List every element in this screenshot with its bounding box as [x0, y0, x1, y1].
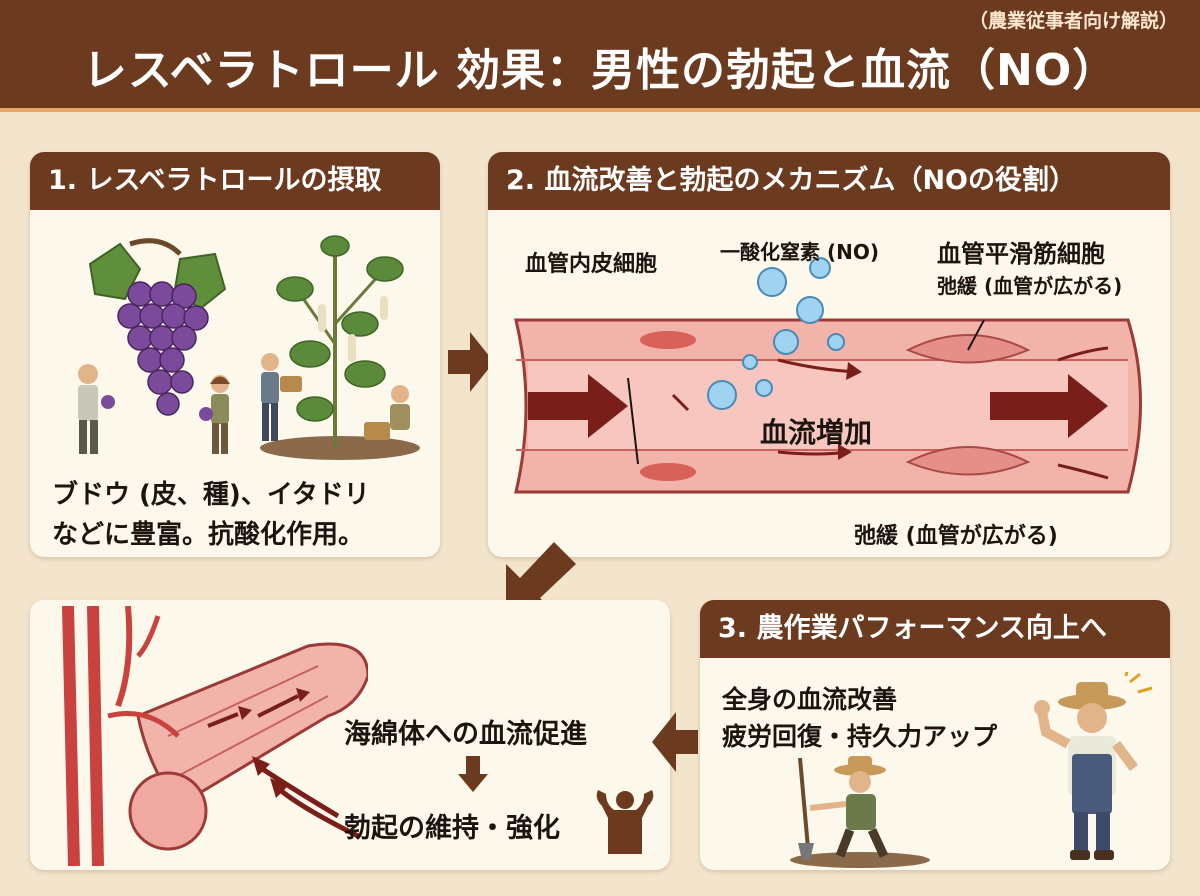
erection-result-text: 勃起の維持・強化 — [344, 813, 560, 844]
penis-shaft — [136, 642, 368, 808]
grape-bunch-icon — [117, 281, 209, 416]
panel-intake: 1. レスベラトロールの摂取 — [30, 152, 440, 557]
muscle-silhouette-icon — [596, 790, 654, 854]
anatomy-illustration — [62, 606, 368, 866]
relaxation-label-top: 弛緩 (血管が広がる) — [937, 274, 1123, 298]
page-title: レスベラトロール 効果：男性の勃起と血流（NO） — [82, 45, 1118, 96]
farmer-basket-icon — [261, 353, 302, 441]
farmer-kneeling-icon — [364, 385, 410, 440]
knotweed-leaf-icon — [276, 235, 404, 422]
testicle — [128, 771, 208, 851]
blood-flow-arrow-icon — [528, 374, 628, 438]
blood-flow-arrow-icon — [990, 374, 1108, 438]
knotweed-flower-icon — [318, 296, 388, 362]
smooth-muscle-label: 血管平滑筋細胞 — [937, 240, 1105, 268]
smooth-muscle-cell — [905, 446, 1031, 476]
knotweed-harvest-illustration — [260, 235, 420, 460]
no-bubble-icon — [707, 257, 845, 410]
farmer-woman-icon — [199, 375, 230, 454]
arrow-left-icon — [652, 712, 698, 772]
farmer-man-icon — [78, 364, 115, 454]
audience-note: （農業従事者向け解説） — [968, 10, 1178, 32]
panel-farm-title: 3. 農作業パフォーマンス向上へ — [700, 600, 1170, 658]
relaxation-label-bottom: 弛緩 (血管が広がる) — [854, 524, 1058, 549]
arrow-down-left-icon — [506, 542, 576, 612]
intake-text-line1: ブドウ (皮、種)、イタドリ — [52, 480, 370, 510]
blood-vessel-diagram — [514, 257, 1142, 494]
panel-farm-performance: 3. 農作業パフォーマンス向上へ 全身の血流改善 疲労回復・持久力アップ — [700, 600, 1170, 870]
header-banner: （農業従事者向け解説） レスベラトロール 効果：男性の勃起と血流（NO） — [0, 0, 1200, 112]
arrow-down-icon — [458, 756, 488, 792]
farmer-strong-icon — [1034, 672, 1153, 860]
endothelial-cell-label: 血管内皮細胞 — [525, 252, 658, 277]
arrow-right-icon — [448, 332, 494, 392]
farm-text-line1: 全身の血流改善 — [722, 685, 898, 714]
nitric-oxide-label: 一酸化窒素 (NO) — [720, 240, 879, 264]
blood-flow-increase-label: 血流増加 — [760, 416, 873, 449]
corpus-flow-text: 海綿体への血流促進 — [344, 719, 587, 750]
panel-mechanism-title: 2. 血流改善と勃起のメカニズム（NOの役割） — [488, 152, 1170, 210]
panel-mechanism: 2. 血流改善と勃起のメカニズム（NOの役割） 血管内皮細胞 一酸化窒素 (NO… — [488, 152, 1170, 557]
farm-text-line2: 疲労回復・持久力アップ — [722, 722, 998, 751]
panel-intake-title: 1. レスベラトロールの摂取 — [30, 152, 440, 210]
intake-text-line2: などに豊富。抗酸化作用。 — [52, 520, 365, 550]
panel-erection: 海綿体への血流促進 勃起の維持・強化 — [30, 600, 670, 870]
grape-harvest-illustration — [78, 238, 230, 454]
farmer-digging-icon — [790, 756, 930, 868]
